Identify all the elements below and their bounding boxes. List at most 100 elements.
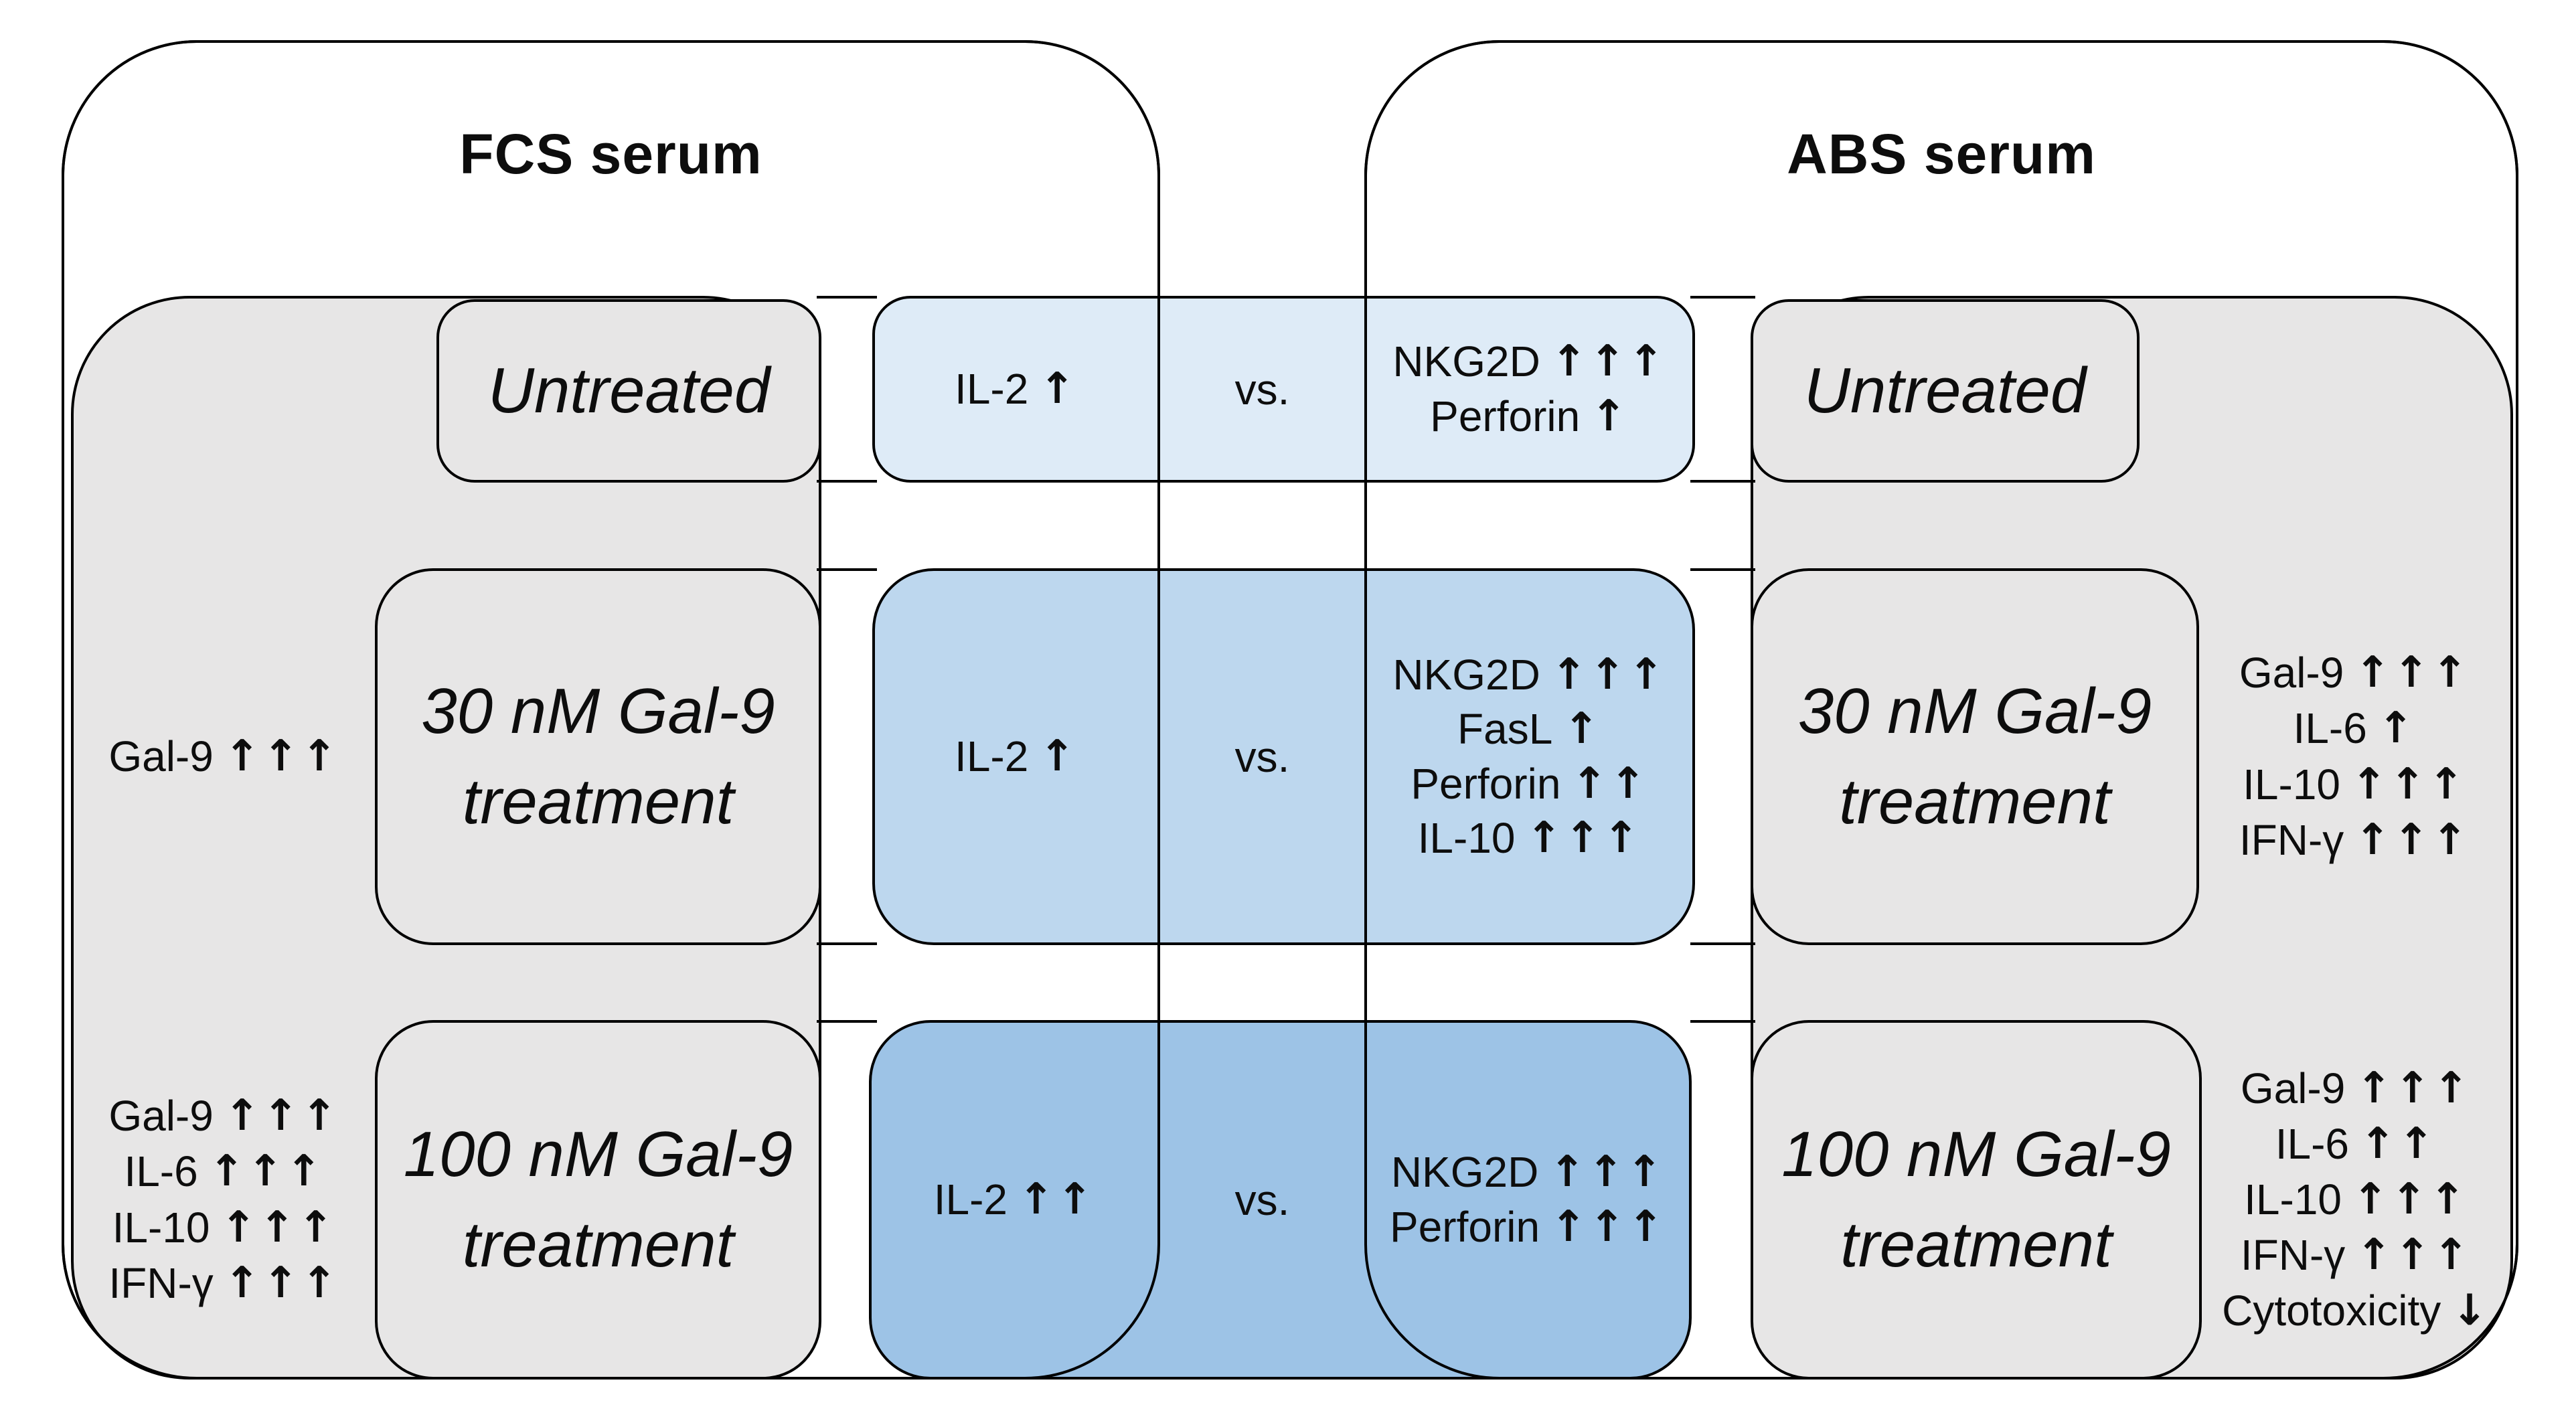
marker-line: IL-2 ↑ [955, 362, 1078, 416]
marker-name: NKG2D [1390, 1148, 1539, 1197]
marker-line: NKG2D ↑↑↑ [1391, 1145, 1665, 1199]
comparison-untreated-fcs-markers: IL-2 ↑ [874, 297, 1159, 481]
down-arrow-icon: ↓ [2451, 1286, 2490, 1336]
fcs-30nm-label: 30 nM Gal-9 treatment [376, 570, 820, 944]
up-arrows-icon: ↑↑↑ [224, 1258, 340, 1308]
up-arrows-icon: ↑↑↑ [2356, 1063, 2472, 1113]
marker-name: Gal-9 [108, 1092, 214, 1141]
up-arrows-icon: ↑↑↑ [2352, 1174, 2468, 1224]
condition-line: treatment [462, 1208, 734, 1280]
up-arrows-icon: ↑ [1563, 704, 1602, 754]
marker-name: Perforin [1430, 392, 1581, 440]
marker-line: Gal-9 ↑↑↑ [108, 729, 339, 784]
marker-line: NKG2D ↑↑↑ [1392, 648, 1666, 702]
up-arrows-icon: ↑↑↑ [1550, 337, 1667, 387]
fcs-30nm-box [375, 568, 821, 945]
comparison-30nm-fcs-markers: IL-2 ↑ [874, 570, 1159, 944]
condition-line: treatment [462, 765, 734, 837]
abs-30nm-box [1751, 568, 2199, 945]
marker-line: Perforin ↑ [1430, 390, 1629, 444]
abs-untreated-label: Untreated [1803, 354, 2087, 426]
marker-name: FasL [1457, 705, 1553, 754]
fcs-100nm-annotations: Gal-9 ↑↑↑ IL-6 ↑↑↑ IL-10 ↑↑↑ IFN-γ ↑↑↑ [72, 1021, 376, 1378]
up-arrows-icon: ↑↑↑ [2354, 815, 2471, 865]
up-arrows-icon: ↑↑ [2360, 1118, 2437, 1169]
comparison-100nm-abs-markers: NKG2D ↑↑↑ Perforin ↑↑↑ [1366, 1021, 1690, 1378]
marker-line: Gal-9 ↑↑↑ [2239, 645, 2470, 701]
fcs-100nm-label: 100 nM Gal-9 treatment [376, 1021, 820, 1378]
marker-name: IFN-γ [2240, 1231, 2346, 1280]
fcs-untreated-box [436, 299, 821, 483]
comparison-100nm-fcs-markers: IL-2 ↑↑ [870, 1021, 1159, 1378]
condition-line: treatment [1839, 765, 2111, 837]
marker-name: IL-6 [124, 1147, 198, 1196]
marker-line: IL-10 ↑↑↑ [1418, 811, 1642, 865]
marker-name: Gal-9 [2239, 649, 2344, 697]
fcs-serum-group-outline [62, 40, 1160, 1380]
up-arrows-icon: ↑↑↑ [224, 1091, 340, 1141]
marker-name: Perforin [1411, 759, 1561, 808]
marker-name: IL-2 [955, 732, 1029, 780]
marker-line: IL-6 ↑↑↑ [124, 1144, 324, 1199]
condition-line: 100 nM Gal-9 [403, 1118, 793, 1191]
comparison-untreated-abs-markers: NKG2D ↑↑↑ Perforin ↑ [1366, 297, 1694, 481]
marker-line: Cytotoxicity ↓ [2222, 1283, 2490, 1339]
abs-100nm-annotations: Gal-9 ↑↑↑ IL-6 ↑↑ IL-10 ↑↑↑ IFN-γ ↑↑↑ Cy… [2200, 1021, 2512, 1378]
condition-line: 100 nM Gal-9 [1781, 1118, 2171, 1191]
vs-label: vs. [1234, 732, 1290, 781]
vs-label: vs. [1234, 1175, 1290, 1224]
marker-line: IFN-γ ↑↑↑ [2241, 1228, 2472, 1283]
marker-line: IL-10 ↑↑↑ [2243, 757, 2467, 813]
marker-name: IL-10 [2243, 760, 2340, 809]
comparison-box-untreated [872, 296, 1695, 483]
up-arrows-icon: ↑ [1591, 391, 1629, 441]
comparison-30nm-abs-markers: NKG2D ↑↑↑ FasL ↑ Perforin ↑↑ IL-10 ↑↑↑ [1366, 570, 1694, 944]
abs-30nm-annotations: Gal-9 ↑↑↑ IL-6 ↑ IL-10 ↑↑↑ IFN-γ ↑↑↑ [2198, 570, 2512, 944]
up-arrows-icon: ↑↑↑ [208, 1147, 325, 1197]
abs-serum-group-outline [1364, 40, 2518, 1380]
marker-line: IL-6 ↑ [2293, 701, 2417, 756]
up-arrows-icon: ↑↑↑ [2351, 759, 2467, 809]
marker-line: NKG2D ↑↑↑ [1392, 335, 1666, 389]
marker-name: IL-2 [933, 1175, 1008, 1224]
fcs-untreated-label: Untreated [487, 354, 771, 426]
marker-line: Gal-9 ↑↑↑ [2241, 1061, 2472, 1116]
marker-line: IL-2 ↑↑ [934, 1173, 1096, 1227]
marker-name: Gal-9 [2240, 1064, 2346, 1112]
condition-line: 30 nM Gal-9 [421, 675, 775, 748]
marker-name: IFN-γ [108, 1258, 214, 1307]
up-arrows-icon: ↑↑↑ [220, 1202, 337, 1252]
marker-name: IL-6 [2293, 704, 2367, 753]
up-arrows-icon: ↑↑ [1018, 1174, 1096, 1224]
abs-100nm-label: 100 nM Gal-9 treatment [1752, 1021, 2200, 1378]
comparison-box-30nm [872, 568, 1695, 945]
up-arrows-icon: ↑↑↑ [1549, 1147, 1666, 1197]
marker-line: IL-10 ↑↑↑ [2244, 1172, 2468, 1228]
comparison-box-100nm [869, 1020, 1692, 1380]
marker-line: IFN-γ ↑↑↑ [108, 1256, 339, 1311]
marker-line: Gal-9 ↑↑↑ [108, 1088, 339, 1144]
fcs-30nm-annotations: Gal-9 ↑↑↑ [72, 570, 376, 944]
up-arrows-icon: ↑ [2377, 703, 2417, 754]
marker-name: NKG2D [1392, 650, 1540, 699]
abs-30nm-label: 30 nM Gal-9 treatment [1752, 570, 2198, 944]
up-arrows-icon: ↑↑↑ [2356, 1230, 2472, 1280]
marker-name: IL-10 [112, 1203, 210, 1252]
up-arrows-icon: ↑↑↑ [2354, 648, 2471, 698]
abs-untreated-box [1751, 299, 2140, 483]
marker-line: Perforin ↑↑↑ [1390, 1200, 1666, 1254]
condition-line: 30 nM Gal-9 [1797, 675, 2152, 748]
marker-name: IL-2 [955, 364, 1029, 413]
marker-line: FasL ↑ [1457, 702, 1602, 756]
marker-line: IL-10 ↑↑↑ [112, 1200, 337, 1256]
marker-line: IL-6 ↑↑ [2275, 1116, 2437, 1172]
marker-name: IL-6 [2275, 1119, 2350, 1168]
marker-line: IFN-γ ↑↑↑ [2239, 813, 2470, 868]
marker-line: Perforin ↑↑ [1411, 757, 1648, 811]
marker-name: NKG2D [1392, 337, 1540, 386]
abs-serum-title: ABS serum [1787, 122, 2096, 185]
up-arrows-icon: ↑↑↑ [1550, 1201, 1666, 1252]
up-arrows-icon: ↑ [1039, 363, 1078, 414]
